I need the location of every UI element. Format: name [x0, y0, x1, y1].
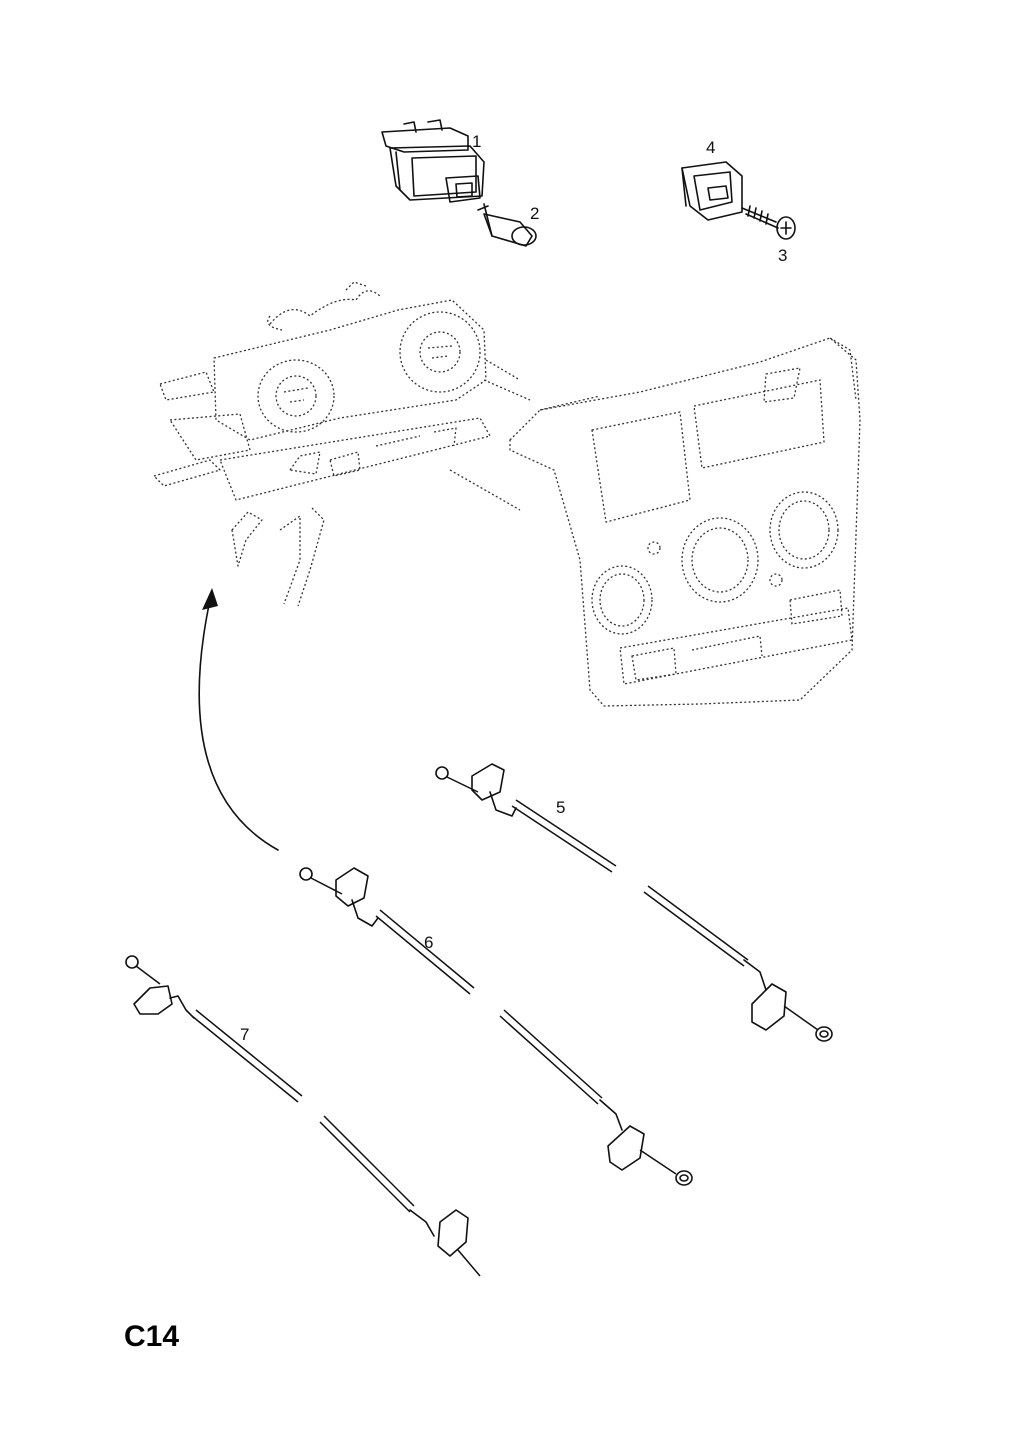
screw-part: [741, 205, 796, 240]
bulb-part: [477, 203, 537, 247]
callout-6: 6: [424, 933, 433, 952]
callout-7: 7: [240, 1025, 249, 1044]
cable-5: [435, 763, 833, 1042]
callout-5: 5: [556, 798, 565, 817]
heater-control-unit: [153, 281, 531, 607]
page-code: C14: [124, 1320, 180, 1353]
cable-7: [125, 955, 481, 1277]
callout-3: 3: [778, 246, 787, 265]
dashboard-fascia: [485, 337, 861, 707]
callout-4: 4: [706, 138, 715, 157]
callout-2: 2: [530, 204, 539, 223]
assembly-arrow: [198, 588, 279, 851]
callout-1: 1: [472, 132, 481, 151]
clip-part: [681, 161, 743, 221]
switch-part: [381, 119, 485, 203]
cable-6: [299, 867, 693, 1186]
